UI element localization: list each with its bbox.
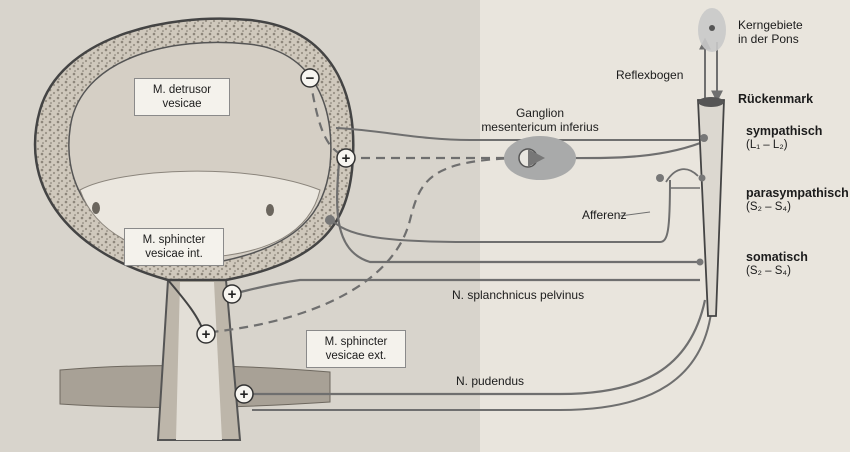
spinal-cord — [698, 100, 724, 316]
rueckenmark-label: Rückenmark — [738, 92, 813, 106]
detrusor-label-box: M. detrusor vesicae — [134, 78, 230, 116]
ganglion-line2: mesentericum inferius — [481, 120, 598, 134]
ganglion-line1: Ganglion — [516, 106, 564, 120]
somatic-nucleus — [697, 259, 704, 266]
urethra-lumen — [176, 282, 222, 440]
reflexbogen-label: Reflexbogen — [616, 68, 683, 82]
pons-dot — [709, 25, 715, 31]
plus-marker-detrusor: + — [337, 149, 355, 167]
somatisch-segments: (S₂ – S₄) — [746, 264, 791, 278]
ureter-opening-right — [266, 204, 274, 216]
n-pudendus-label: N. pudendus — [456, 374, 524, 388]
svg-text:−: − — [306, 70, 315, 87]
svg-text:+: + — [240, 386, 249, 403]
afferenz-label: Afferenz — [582, 208, 626, 222]
n-splanchnicus-label: N. splanchnicus pelvinus — [452, 288, 584, 302]
ureter-opening-left — [92, 202, 100, 214]
sphincter-ext-line2: vesicae ext. — [313, 349, 399, 363]
sympathetic-preganglionic-fiber — [555, 140, 708, 158]
kerngebiete-label: Kerngebiete in der Pons — [738, 18, 803, 46]
ganglion-label: Ganglion mesentericum inferius — [470, 106, 610, 134]
detrusor-line1: M. detrusor — [141, 83, 223, 97]
svg-text:+: + — [228, 286, 237, 303]
parasympathetic-nucleus — [699, 175, 706, 182]
parasympathisch-label: parasympathisch — [746, 186, 849, 200]
afferent-ganglion — [656, 174, 664, 182]
plus-marker-sphincter-ext: + — [235, 385, 253, 403]
sphincter-ext-line1: M. sphincter — [313, 335, 399, 349]
sphincter-int-line2: vesicae int. — [131, 247, 217, 261]
sympathetic-nucleus — [700, 134, 708, 142]
sphincter-int-label-box: M. sphincter vesicae int. — [124, 228, 224, 266]
parasympathisch-segments: (S₂ – S₄) — [746, 200, 791, 214]
plus-marker-sphincter-int-upper: + — [223, 285, 241, 303]
sympathisch-label: sympathisch — [746, 124, 822, 138]
spinal-cord-cross-section — [698, 97, 724, 107]
kerngebiete-line1: Kerngebiete — [738, 18, 803, 32]
svg-text:+: + — [342, 150, 351, 167]
afferent-receptor — [325, 215, 335, 225]
kerngebiete-line2: in der Pons — [738, 32, 799, 46]
somatisch-label: somatisch — [746, 250, 808, 264]
detrusor-line2: vesicae — [141, 97, 223, 111]
sympathisch-segments: (L₁ – L₂) — [746, 138, 788, 152]
sphincter-int-line1: M. sphincter — [131, 233, 217, 247]
svg-text:+: + — [202, 326, 211, 343]
sphincter-ext-label-box: M. sphincter vesicae ext. — [306, 330, 406, 368]
plus-marker-sphincter-int-lower: + — [197, 325, 215, 343]
minus-marker-detrusor: − — [301, 69, 319, 87]
